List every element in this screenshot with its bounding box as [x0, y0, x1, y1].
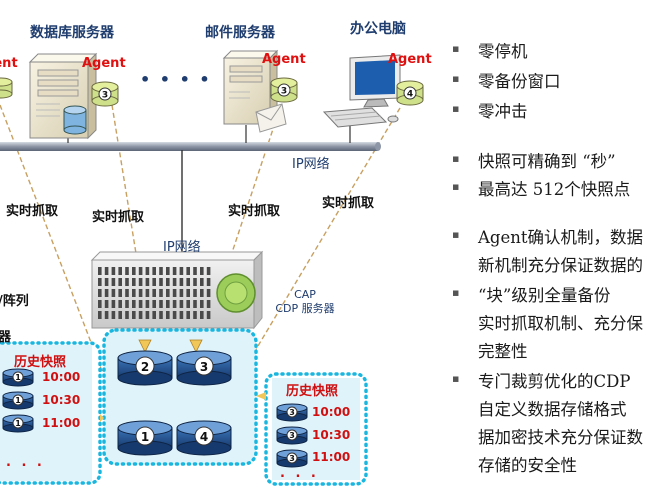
storage-disk-c-number: 1 — [141, 430, 149, 444]
ip-network-label-right: IP网络 — [292, 157, 330, 172]
cap-label-line1: CAP — [294, 288, 316, 301]
bullet-square-icon: ▪ — [452, 42, 460, 55]
office-pc-label: 办公电脑 — [350, 21, 406, 37]
network-backbone — [0, 142, 378, 151]
bullet-cdp-optimized-cont-1: 自定义数据存储格式 — [478, 400, 627, 419]
more-servers-ellipsis: • • • • — [140, 70, 212, 89]
bullet-square-icon: ▪ — [452, 180, 460, 193]
storage-disk-a-number: 2 — [141, 360, 149, 374]
history-left-disk-1-number: 1 — [15, 373, 21, 382]
agent-disk-office — [396, 80, 424, 106]
bullet-square-icon: ▪ — [452, 102, 460, 115]
mail-server-icon — [222, 49, 287, 133]
bullet-square-icon: ▪ — [452, 72, 460, 85]
database-server-icon — [28, 52, 98, 140]
bullet-cdp-optimized-cont-3: 存储的安全性 — [478, 456, 577, 475]
realtime-capture-label-4: 实时抓取 — [322, 196, 375, 211]
storage-disk-a: 2 — [117, 350, 173, 386]
agent-disk-database-number: 3 — [102, 91, 108, 101]
office-pc-icon — [322, 54, 401, 128]
history-left-disk-2: 1 — [2, 391, 34, 410]
history-right-disk-1-number: 3 — [289, 408, 295, 417]
left-partial-label-2: 器 — [0, 330, 12, 345]
agent-disk-mail — [270, 77, 298, 103]
storage-disk-d: 4 — [176, 420, 232, 456]
history-left-title: 历史快照 — [14, 355, 67, 370]
storage-arrows — [138, 339, 203, 353]
realtime-capture-label-3: 实时抓取 — [228, 204, 281, 219]
history-right-title: 历史快照 — [286, 384, 339, 399]
left-partial-label-1: /阵列 — [0, 294, 29, 309]
storage-disk-b: 3 — [176, 350, 232, 386]
history-left-disk-2-number: 1 — [15, 396, 21, 405]
history-left-disk-3-number: 1 — [15, 419, 21, 428]
history-left-more: . . . — [6, 455, 45, 470]
bullet-square-icon: ▪ — [452, 286, 460, 299]
cap-label-line2: CDP 服务器 — [275, 302, 335, 315]
mail-server-label: 邮件服务器 — [205, 25, 275, 41]
history-right-more: . . . — [280, 466, 319, 481]
bullet-square-icon: ▪ — [452, 372, 460, 385]
history-right-time-1: 10:00 — [312, 405, 351, 419]
history-right-disk-3-number: 3 — [289, 454, 295, 463]
bullet-cdp-optimized-cont-2: 据加密技术充分保证数 — [478, 428, 643, 447]
bullet-square-icon: ▪ — [452, 228, 460, 241]
agent-label-left: Agent — [0, 56, 18, 71]
storage-disk-c: 1 — [117, 420, 173, 456]
storage-disk-b-number: 3 — [200, 360, 208, 374]
realtime-capture-label-2: 实时抓取 — [92, 210, 145, 225]
agent-label-database: Agent — [82, 56, 126, 71]
bullet-agent-confirm-cont-1: 新机制充分保证数据的 — [478, 256, 643, 275]
history-left-time-2: 10:30 — [42, 393, 81, 407]
bullet-block-backup-cont-1: 实时抓取机制、充分保 — [478, 314, 643, 333]
history-left-disk-1: 1 — [2, 368, 34, 387]
agent-disk-mail-number: 3 — [281, 87, 287, 97]
bullet-square-icon: ▪ — [452, 152, 460, 165]
bullet-block-backup-cont-2: 完整性 — [478, 342, 528, 361]
history-left-disk-3: 1 — [2, 414, 34, 433]
cap-server-label: CAP CDP 服务器 — [270, 288, 340, 316]
history-right-time-3: 11:00 — [312, 450, 351, 464]
history-left-time-3: 11:00 — [42, 416, 81, 430]
history-right-disk-1: 3 — [276, 403, 308, 422]
history-right-time-2: 10:30 — [312, 428, 351, 442]
agent-label-mail: Agent — [262, 52, 306, 67]
realtime-capture-label-1: 实时抓取 — [6, 204, 59, 219]
agent-disk-office-number: 4 — [407, 90, 413, 100]
agent-disk-left — [0, 77, 13, 99]
storage-disk-d-number: 4 — [200, 430, 208, 444]
history-right-disk-2: 3 — [276, 426, 308, 445]
ip-network-label-center: IP网络 — [163, 240, 201, 255]
history-right-disk-2-number: 3 — [289, 431, 295, 440]
database-server-label: 数据库服务器 — [30, 25, 114, 41]
history-right-disk-3: 3 — [276, 449, 308, 468]
history-left-time-1: 10:00 — [42, 370, 81, 384]
agent-label-office: Agent — [388, 52, 432, 67]
